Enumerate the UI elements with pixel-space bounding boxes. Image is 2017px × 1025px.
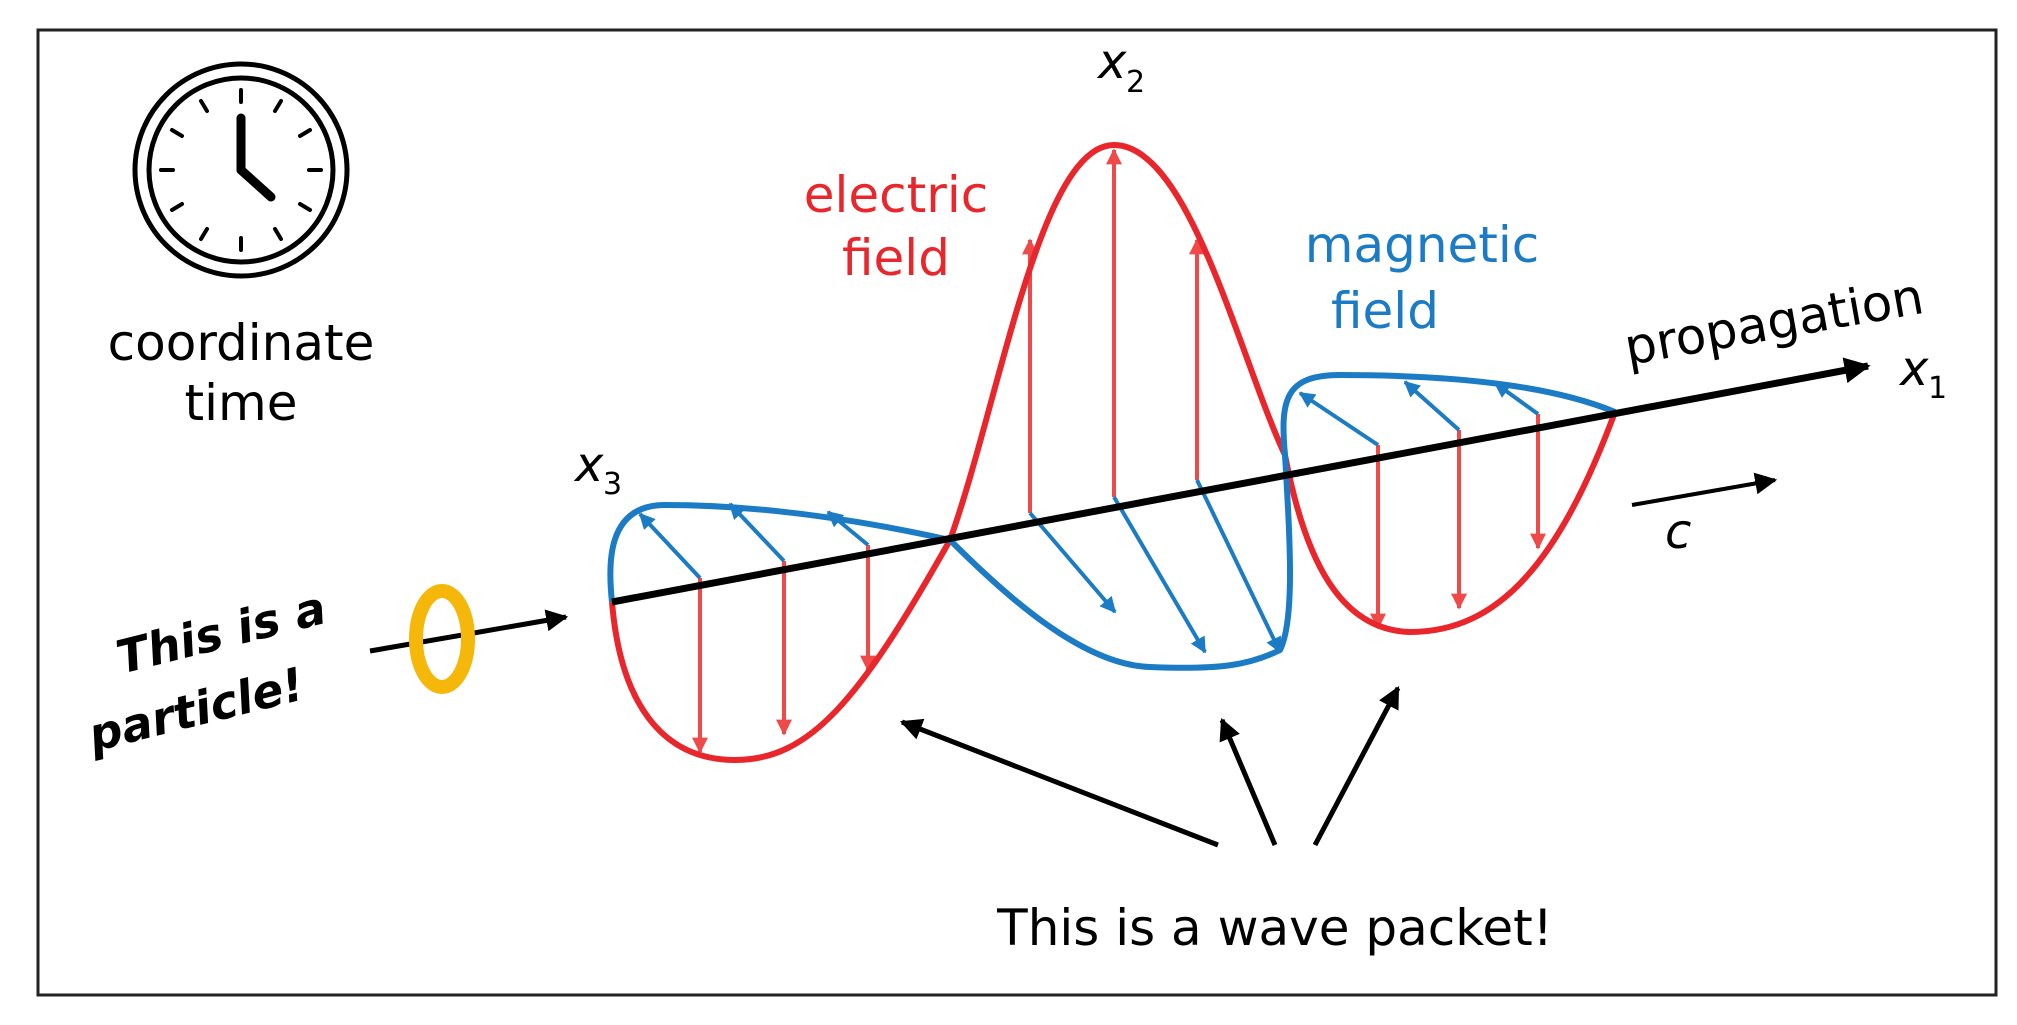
x2-axis-label: x 2 [1096,34,1145,100]
svg-text:x: x [1096,34,1127,90]
wave-packet-label: This is a wave packet! [996,899,1553,957]
svg-text:x: x [573,437,604,493]
magnetic-field-vectors [638,380,1540,654]
x1-axis-label: x 1 [1898,341,1947,406]
magnetic-field-label-line2: field [1331,282,1439,340]
electric-field-label-line2: field [842,229,950,287]
electric-field-label-line1: electric [804,166,988,224]
magnetic-field-curve [607,372,1617,671]
ring-icon [409,584,475,694]
wave-packet-pointers [899,686,1401,848]
clock-icon [132,61,350,279]
electric-field-vectors [692,148,1546,754]
particle-label-line2: particle! [82,657,309,763]
speed-arrow [1631,472,1778,507]
x3-axis-label: x 3 [573,437,622,502]
svg-text:3: 3 [603,467,622,502]
svg-text:1: 1 [1928,371,1947,406]
clock-label-line2: time [185,374,298,432]
electric-field-curve [609,142,1618,763]
magnetic-field-label-line1: magnetic [1305,216,1540,274]
svg-text:2: 2 [1126,65,1145,100]
propagation-label: propagation [1620,267,1928,377]
diagram-frame [36,28,1998,997]
clock-label-line1: coordinate [108,314,375,372]
svg-text:x: x [1898,341,1929,397]
speed-label: c [1665,504,1691,560]
x1-axis [611,357,1871,606]
